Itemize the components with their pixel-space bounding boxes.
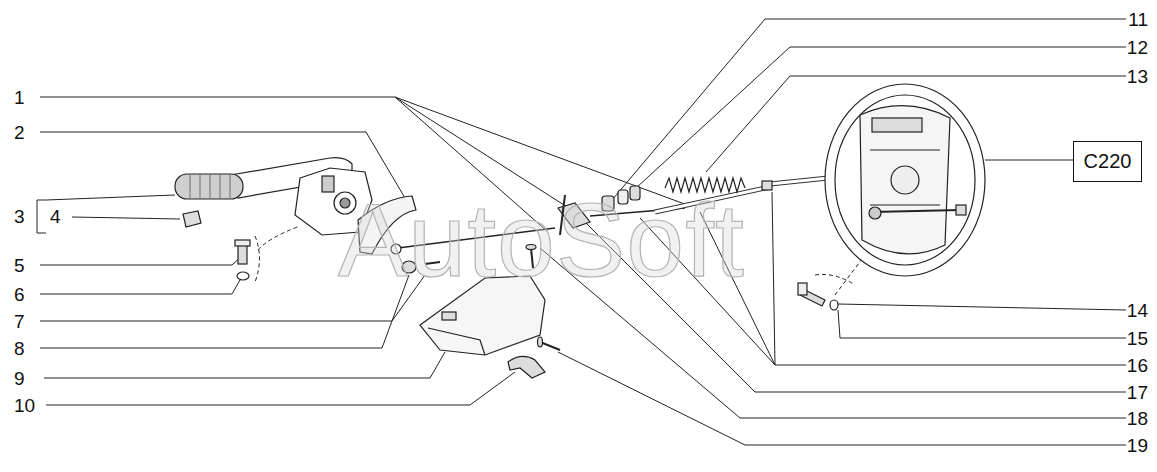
leader-line — [772, 192, 775, 365]
leader-line — [72, 217, 180, 219]
leader-line — [838, 310, 1126, 338]
leader-line — [985, 160, 1073, 161]
callout-number: 9 — [14, 369, 25, 388]
callout-number: 18 — [1127, 409, 1148, 428]
reference-box: C220 — [1073, 141, 1142, 182]
leader-line — [40, 280, 240, 294]
washer — [830, 300, 838, 310]
callout-number: 13 — [1127, 67, 1148, 86]
callout-number: 7 — [14, 312, 25, 331]
callout-number: 19 — [1127, 436, 1148, 455]
brake-backing-plate — [825, 84, 985, 276]
callout-number: 17 — [1127, 383, 1148, 402]
lever-grip — [175, 174, 243, 199]
callout-number: 11 — [1128, 10, 1148, 29]
leader-line — [46, 195, 175, 200]
cable-clip — [508, 356, 545, 378]
callout-number: 6 — [14, 285, 25, 304]
bushing — [183, 211, 201, 227]
callout-number: 15 — [1127, 329, 1148, 348]
callout-number: 4 — [50, 207, 61, 226]
callout-number: 1 — [14, 88, 25, 107]
bracket — [37, 200, 46, 233]
washer — [237, 272, 249, 280]
bolt — [238, 244, 247, 264]
leader-line — [46, 372, 515, 405]
dashed-pointer — [258, 226, 300, 250]
callout-number: 3 — [14, 207, 25, 226]
callout-number: 5 — [14, 256, 25, 275]
leader-line — [838, 304, 1126, 310]
callout-number: 10 — [14, 396, 35, 415]
callout-number: 16 — [1127, 356, 1148, 375]
dashed-pointer — [255, 236, 260, 282]
watermark: AutoSoft — [338, 188, 745, 292]
callout-number: 14 — [1127, 301, 1148, 320]
callout-number: 12 — [1127, 38, 1148, 57]
lever-arm — [225, 158, 352, 198]
callout-number: 2 — [14, 123, 25, 142]
dashed-pointer — [815, 274, 855, 285]
leader-line — [40, 256, 242, 265]
reference-code: C220 — [1076, 143, 1140, 180]
leader-line — [558, 352, 1126, 445]
leader-line — [44, 352, 445, 378]
callout-number: 8 — [14, 339, 25, 358]
